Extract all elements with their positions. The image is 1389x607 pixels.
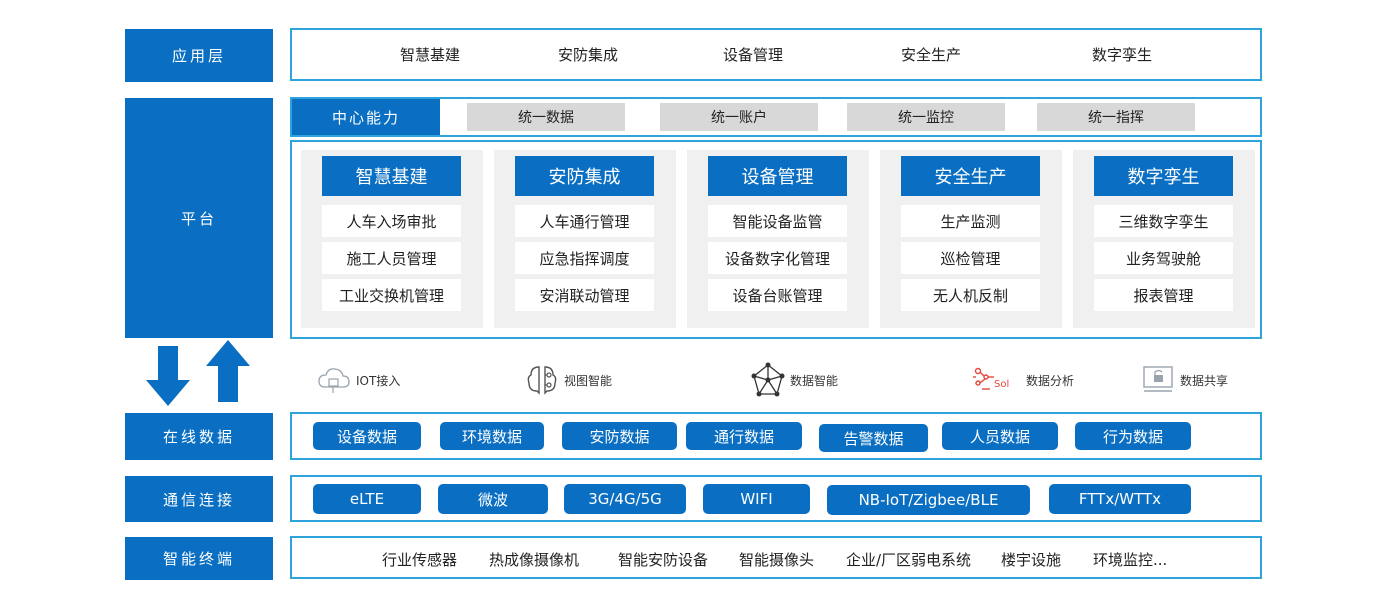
terminal-item: 企业/厂区弱电系统 — [846, 551, 972, 569]
module-item: 巡检管理 — [901, 242, 1040, 274]
terminal-item: 楼宇设施 — [1001, 551, 1062, 569]
communication-frame: eLTE 微波 3G/4G/5G WIFI NB-IoT/Zigbee/BLE … — [290, 475, 1262, 522]
data-pill: 环境数据 — [440, 422, 544, 450]
capability-label: 数据分析 — [1026, 373, 1075, 388]
layer-label-platform: 平台 — [125, 98, 273, 338]
data-pill: 安防数据 — [562, 422, 677, 450]
capability-label: 数据智能 — [790, 373, 839, 388]
center-capability-item: 统一指挥 — [1037, 103, 1195, 131]
module-device-management: 设备管理 智能设备监管 设备数字化管理 设备台账管理 — [687, 150, 869, 328]
module-title: 智慧基建 — [322, 156, 461, 196]
application-item: 安防集成 — [558, 46, 619, 64]
comm-pill: WIFI — [703, 484, 810, 514]
share-icon — [1140, 362, 1176, 398]
arrow-up-icon — [206, 340, 250, 402]
module-security-integration: 安防集成 人车通行管理 应急指挥调度 安消联动管理 — [494, 150, 676, 328]
capability-iot: IOT接入 — [316, 362, 400, 398]
terminal-item: 智能安防设备 — [618, 551, 709, 569]
module-item: 应急指挥调度 — [515, 242, 654, 274]
application-layer-frame: 智慧基建 安防集成 设备管理 安全生产 数字孪生 — [290, 28, 1262, 81]
terminal-item: 热成像摄像机 — [489, 551, 580, 569]
module-item: 无人机反制 — [901, 279, 1040, 311]
module-item: 生产监测 — [901, 205, 1040, 237]
layer-label-online-data: 在线数据 — [125, 413, 273, 460]
module-item: 人车入场审批 — [322, 205, 461, 237]
capability-data-analysis: Sol 数据分析 — [966, 362, 1074, 398]
terminal-frame: 行业传感器 热成像摄像机 智能安防设备 智能摄像头 企业/厂区弱电系统 楼宇设施… — [290, 536, 1262, 579]
center-capability-title: 中心能力 — [292, 99, 440, 135]
center-capability-item: 统一数据 — [467, 103, 625, 131]
layer-label-communication: 通信连接 — [125, 476, 273, 522]
comm-pill: NB-IoT/Zigbee/BLE — [827, 485, 1030, 515]
data-pill: 设备数据 — [313, 422, 421, 450]
application-item: 智慧基建 — [400, 46, 461, 64]
center-capability-frame: 中心能力 统一数据 统一账户 统一监控 统一指挥 — [290, 97, 1262, 137]
analytics-icon: Sol — [966, 362, 1022, 398]
application-item: 安全生产 — [901, 46, 962, 64]
capability-label: 数据共享 — [1180, 373, 1229, 388]
module-item: 安消联动管理 — [515, 279, 654, 311]
module-safety-production: 安全生产 生产监测 巡检管理 无人机反制 — [880, 150, 1062, 328]
capability-label: 视图智能 — [564, 373, 613, 388]
brain-icon — [524, 362, 560, 398]
application-item: 数字孪生 — [1092, 46, 1153, 64]
online-data-frame: 设备数据 环境数据 安防数据 通行数据 告警数据 人员数据 行为数据 — [290, 412, 1262, 460]
data-pill: 行为数据 — [1075, 422, 1191, 450]
application-item: 设备管理 — [723, 46, 784, 64]
terminal-item: 行业传感器 — [382, 551, 458, 569]
module-item: 设备台账管理 — [708, 279, 847, 311]
comm-pill: 微波 — [438, 484, 548, 514]
module-item: 工业交换机管理 — [322, 279, 461, 311]
capability-data-intelligence: 数据智能 — [750, 362, 838, 398]
layer-label-terminal: 智能终端 — [125, 537, 273, 580]
cloud-icon — [316, 362, 352, 398]
capability-vision: 视图智能 — [524, 362, 612, 398]
module-item: 业务驾驶舱 — [1094, 242, 1233, 274]
terminal-item: 智能摄像头 — [739, 551, 815, 569]
module-item: 报表管理 — [1094, 279, 1233, 311]
module-item: 设备数字化管理 — [708, 242, 847, 274]
module-digital-twin: 数字孪生 三维数字孪生 业务驾驶舱 报表管理 — [1073, 150, 1255, 328]
module-smart-infrastructure: 智慧基建 人车入场审批 施工人员管理 工业交换机管理 — [301, 150, 483, 328]
center-capability-item: 统一账户 — [660, 103, 818, 131]
data-pill: 人员数据 — [942, 422, 1058, 450]
capability-label: IOT接入 — [356, 373, 401, 388]
terminal-item: 环境监控... — [1093, 551, 1168, 569]
comm-pill: eLTE — [313, 484, 421, 514]
module-item: 人车通行管理 — [515, 205, 654, 237]
module-item: 三维数字孪生 — [1094, 205, 1233, 237]
data-pill: 通行数据 — [686, 422, 802, 450]
arrow-down-icon — [146, 346, 190, 406]
center-capability-item: 统一监控 — [847, 103, 1005, 131]
network-icon — [750, 362, 786, 398]
module-title: 设备管理 — [708, 156, 847, 196]
module-item: 施工人员管理 — [322, 242, 461, 274]
comm-pill: FTTx/WTTx — [1049, 484, 1191, 514]
module-title: 数字孪生 — [1094, 156, 1233, 196]
layer-label-application: 应用层 — [125, 29, 273, 82]
svg-text:Sol: Sol — [994, 379, 1009, 390]
capability-data-sharing: 数据共享 — [1140, 362, 1228, 398]
module-item: 智能设备监管 — [708, 205, 847, 237]
module-title: 安防集成 — [515, 156, 654, 196]
data-pill: 告警数据 — [819, 424, 928, 452]
platform-modules-frame: 智慧基建 人车入场审批 施工人员管理 工业交换机管理 安防集成 人车通行管理 应… — [290, 140, 1262, 339]
comm-pill: 3G/4G/5G — [564, 484, 686, 514]
module-title: 安全生产 — [901, 156, 1040, 196]
